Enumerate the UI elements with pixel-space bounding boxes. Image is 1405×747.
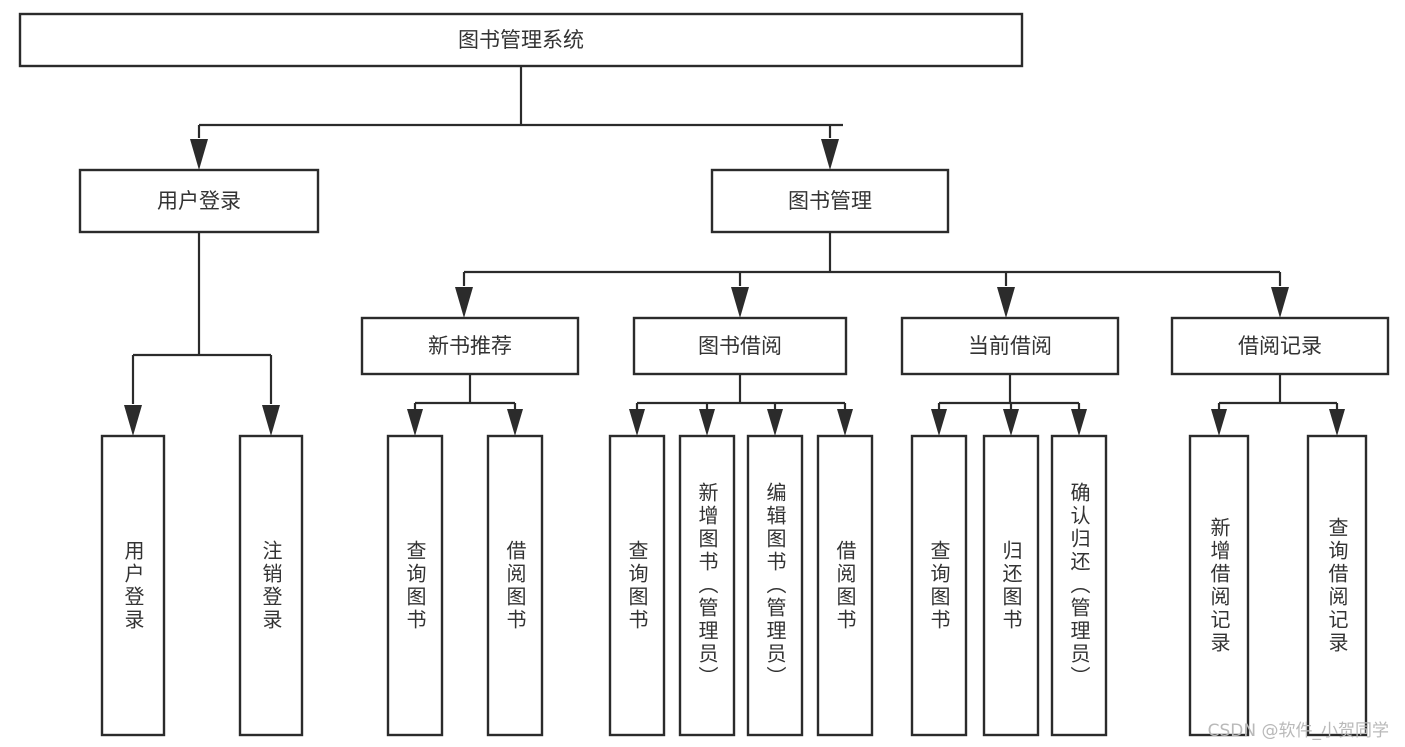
node-book-manage-box[interactable] — [710, 168, 950, 234]
arrow-head-leaf-edit-book — [767, 409, 783, 436]
node-new-book-rec[interactable]: 新书推荐 — [360, 316, 580, 376]
arrow-head-user-login — [190, 139, 208, 170]
node-borrow-record-label: 借阅记录 — [1238, 334, 1322, 358]
watermark-text: CSDN @软件_小贺同学 — [1207, 721, 1389, 741]
arrow-head-leaf-add-book — [699, 409, 715, 436]
arrow-head-leaf-query-record — [1329, 409, 1345, 436]
node-root[interactable]: 图书管理系统 — [18, 12, 1024, 68]
arrow-head-leaf-user-login — [124, 405, 142, 436]
node-borrow-record-box[interactable] — [1170, 316, 1390, 376]
arrow-head-leaf-borrow-book-1 — [507, 409, 523, 436]
leaf-borrow-book-2-box[interactable] — [816, 434, 874, 737]
arrow-head-new-book-rec — [455, 287, 473, 318]
connector-group-current-borrow — [931, 374, 1087, 436]
connector-group-book-manage — [455, 232, 1289, 318]
node-current-borrow-label: 当前借阅 — [968, 334, 1052, 358]
leaf-add-book-box[interactable] — [678, 434, 736, 737]
leaf-user-logout-box[interactable] — [238, 434, 304, 737]
node-borrow-record[interactable]: 借阅记录 — [1170, 316, 1390, 376]
arrow-head-leaf-return-book — [1003, 409, 1019, 436]
arrow-head-leaf-add-record — [1211, 409, 1227, 436]
connector-group-root — [190, 66, 843, 170]
leaf-user-login-box[interactable] — [100, 434, 166, 737]
leaf-return-book-box[interactable] — [982, 434, 1040, 737]
node-root-box[interactable] — [18, 12, 1024, 68]
node-user-login[interactable]: 用户登录 — [78, 168, 320, 234]
leaf-query-record-box[interactable] — [1306, 434, 1368, 737]
leaf-edit-book-box[interactable] — [746, 434, 804, 737]
node-new-book-rec-box[interactable] — [360, 316, 580, 376]
arrow-head-leaf-query-book-2 — [629, 409, 645, 436]
connector-group-user-login — [124, 232, 280, 436]
arrow-head-leaf-query-book-1 — [407, 409, 423, 436]
node-current-borrow[interactable]: 当前借阅 — [900, 316, 1120, 376]
leaf-boxes — [100, 434, 1368, 737]
node-book-borrow-box[interactable] — [632, 316, 848, 376]
node-new-book-rec-label: 新书推荐 — [428, 334, 512, 358]
arrow-head-leaf-borrow-book-2 — [837, 409, 853, 436]
node-book-manage[interactable]: 图书管理 — [710, 168, 950, 234]
arrow-head-borrow-record — [1271, 287, 1289, 318]
connector-group-new-book-rec — [407, 374, 523, 436]
leaf-borrow-book-1-box[interactable] — [486, 434, 544, 737]
leaf-confirm-return-box[interactable] — [1050, 434, 1108, 737]
node-user-login-label: 用户登录 — [157, 189, 241, 213]
arrow-head-book-borrow — [731, 287, 749, 318]
connector-group-book-borrow — [629, 374, 853, 436]
node-root-label: 图书管理系统 — [458, 28, 584, 52]
arrow-head-leaf-query-book-3 — [931, 409, 947, 436]
arrow-head-leaf-user-logout — [262, 405, 280, 436]
node-current-borrow-box[interactable] — [900, 316, 1120, 376]
arrow-head-current-borrow — [997, 287, 1015, 318]
node-book-borrow[interactable]: 图书借阅 — [632, 316, 848, 376]
node-book-manage-label: 图书管理 — [788, 189, 872, 213]
leaf-add-record-box[interactable] — [1188, 434, 1250, 737]
connector-group-borrow-record — [1211, 374, 1345, 436]
leaf-query-book-2-box[interactable] — [608, 434, 666, 737]
leaf-query-book-3-box[interactable] — [910, 434, 968, 737]
node-user-login-box[interactable] — [78, 168, 320, 234]
node-book-borrow-label: 图书借阅 — [698, 334, 782, 358]
arrow-head-book-manage — [821, 139, 839, 170]
arrow-head-leaf-confirm-return — [1071, 409, 1087, 436]
leaf-query-book-1-box[interactable] — [386, 434, 444, 737]
